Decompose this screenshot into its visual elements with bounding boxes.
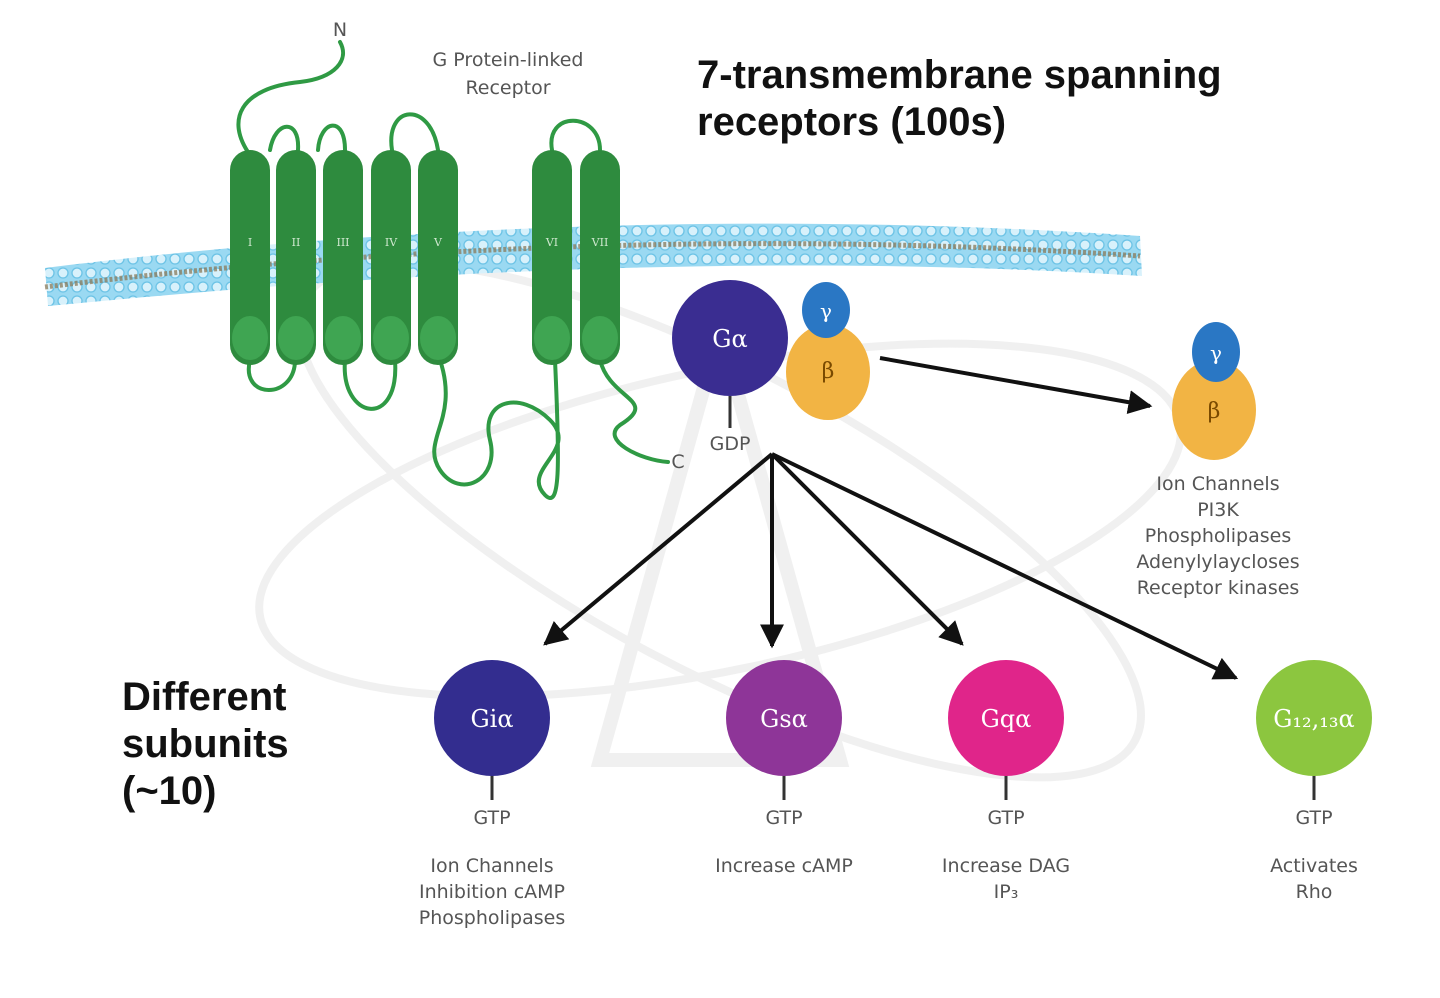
helix-body <box>532 150 572 365</box>
receptor-title-line1: G Protein-linked <box>433 49 584 71</box>
arrow-to-gq <box>770 452 964 646</box>
receptor-loops <box>236 40 670 501</box>
free-beta-label: β <box>1208 399 1221 424</box>
arrow-to-beta-gamma <box>879 356 1153 415</box>
helix-3: III <box>323 150 363 365</box>
helix-body <box>230 150 270 365</box>
free-beta-subunit <box>1172 360 1256 460</box>
beta-gamma-dimer: β γ <box>1172 322 1256 460</box>
helix-end <box>534 316 570 360</box>
helix-number: II <box>292 236 301 249</box>
helix-body <box>276 150 316 365</box>
receptor-heading: 7-transmembrane spanning receptors (100s… <box>697 52 1397 146</box>
beta-label: β <box>822 359 835 384</box>
arrow-to-gi <box>543 452 774 646</box>
subunit-name: Gsα <box>760 705 808 733</box>
helix-1: I <box>230 150 270 365</box>
subunit-effect: Activates <box>1270 855 1358 877</box>
subunit-effect: IP₃ <box>994 881 1019 903</box>
g-protein-heterotrimer: Gα β γ GDP <box>672 280 870 455</box>
gdp-label: GDP <box>710 433 751 455</box>
subunit-circle <box>1256 660 1372 776</box>
subunit-circle <box>726 660 842 776</box>
subunits-heading: Different subunits (~10) <box>122 674 382 816</box>
subunit-effect: Increase DAG <box>942 855 1070 877</box>
helix-6: VI <box>532 150 572 365</box>
beta-gamma-target: Receptor kinases <box>1137 577 1300 599</box>
beta-gamma-target: Adenylylaycloses <box>1136 551 1299 573</box>
subunit-effect: Increase cAMP <box>715 855 853 877</box>
c-terminus-label: C <box>671 451 684 473</box>
subunits-heading-line1: Different <box>122 675 287 719</box>
subunit-name: Gqα <box>981 705 1032 733</box>
helix-2: II <box>276 150 316 365</box>
helix-number: VII <box>591 236 609 249</box>
subunit-effect: Inhibition cAMP <box>419 881 565 903</box>
free-gamma-label: γ <box>1210 341 1222 365</box>
subunit-circle <box>948 660 1064 776</box>
beta-gamma-target: Ion Channels <box>1156 473 1279 495</box>
helix-end <box>232 316 268 360</box>
subunits-heading-line3: (~10) <box>122 769 217 814</box>
beta-gamma-target: PI3K <box>1197 499 1239 521</box>
subunit-nucleotide: GTP <box>1295 807 1332 829</box>
receptor-title-line2: Receptor <box>465 77 550 99</box>
subunit-effect: Rho <box>1296 881 1333 903</box>
helix-end <box>325 316 361 360</box>
subunit-name: Giα <box>470 705 513 733</box>
subunit-nucleotide: GTP <box>473 807 510 829</box>
helix-body <box>418 150 458 365</box>
helix-5: V <box>418 150 458 365</box>
beta-gamma-target: Phospholipases <box>1145 525 1292 547</box>
subunit-nucleotide: GTP <box>765 807 802 829</box>
arrow-to-g12-13 <box>771 452 1239 680</box>
helix-end <box>373 316 409 360</box>
helix-body <box>580 150 620 365</box>
helix-number: VI <box>545 236 558 249</box>
free-gamma-subunit <box>1192 322 1240 382</box>
helix-7: VII <box>580 150 620 365</box>
helix-body <box>323 150 363 365</box>
subunit-nucleotide: GTP <box>987 807 1024 829</box>
g-alpha-label: Gα <box>712 325 747 353</box>
arrows <box>543 356 1239 680</box>
gamma-subunit <box>802 282 850 338</box>
helix-number: III <box>336 236 349 249</box>
beta-subunit <box>786 324 870 420</box>
helix-number: IV <box>385 236 398 249</box>
helix-end <box>278 316 314 360</box>
receptor-heading-line1: 7-transmembrane spanning <box>697 53 1222 97</box>
helix-body <box>371 150 411 365</box>
helix-end <box>420 316 456 360</box>
subunit-circle <box>434 660 550 776</box>
subunit-effect: Ion Channels <box>430 855 553 877</box>
n-terminus-label: N <box>333 19 347 41</box>
helix-4: IV <box>371 150 411 365</box>
subunit-effect: Phospholipases <box>419 907 566 929</box>
helix-number: I <box>248 236 252 249</box>
subunits-heading-line2: subunits <box>122 722 289 767</box>
helix-number: V <box>433 236 443 249</box>
receptor-heading-line2: receptors (100s) <box>697 100 1007 145</box>
gamma-label: γ <box>820 299 832 323</box>
g-alpha-subunit <box>672 280 788 396</box>
helix-end <box>582 316 618 360</box>
subunit-name: G₁₂,₁₃α <box>1273 705 1355 733</box>
